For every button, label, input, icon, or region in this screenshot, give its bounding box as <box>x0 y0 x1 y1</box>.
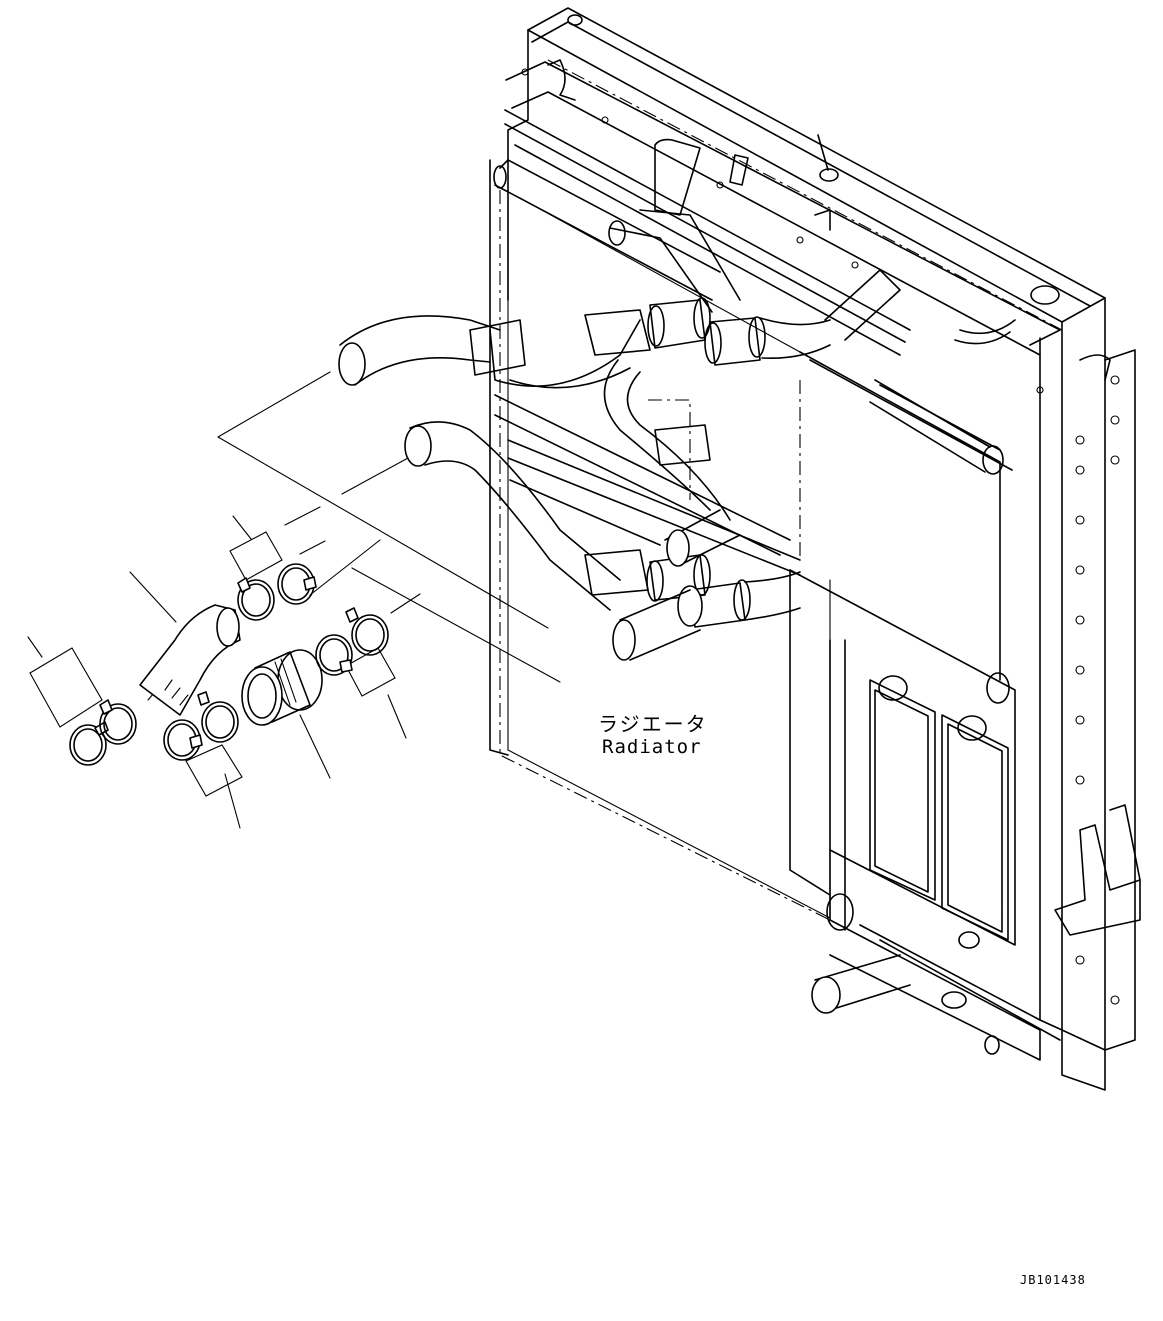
leader-lines <box>27 371 561 829</box>
frame-bolts <box>521 68 1120 1005</box>
hose-clamp <box>197 691 239 743</box>
hose-clamp <box>277 563 317 605</box>
hose-clamp <box>345 607 389 656</box>
exploded-parts <box>29 531 396 797</box>
installed-hoses <box>338 297 831 661</box>
hose-clamp <box>163 719 203 761</box>
radiator-assembly <box>489 7 1141 1091</box>
drawing-id: JB101438 <box>1020 1273 1086 1287</box>
radiator-label-japanese: ラジエータ <box>598 712 708 736</box>
hose-clamp <box>69 721 109 766</box>
radiator-label-english: Radiator <box>602 736 702 758</box>
hose-clamp <box>237 577 275 621</box>
hose-clamp <box>99 699 137 745</box>
hose-clamp <box>315 634 353 676</box>
